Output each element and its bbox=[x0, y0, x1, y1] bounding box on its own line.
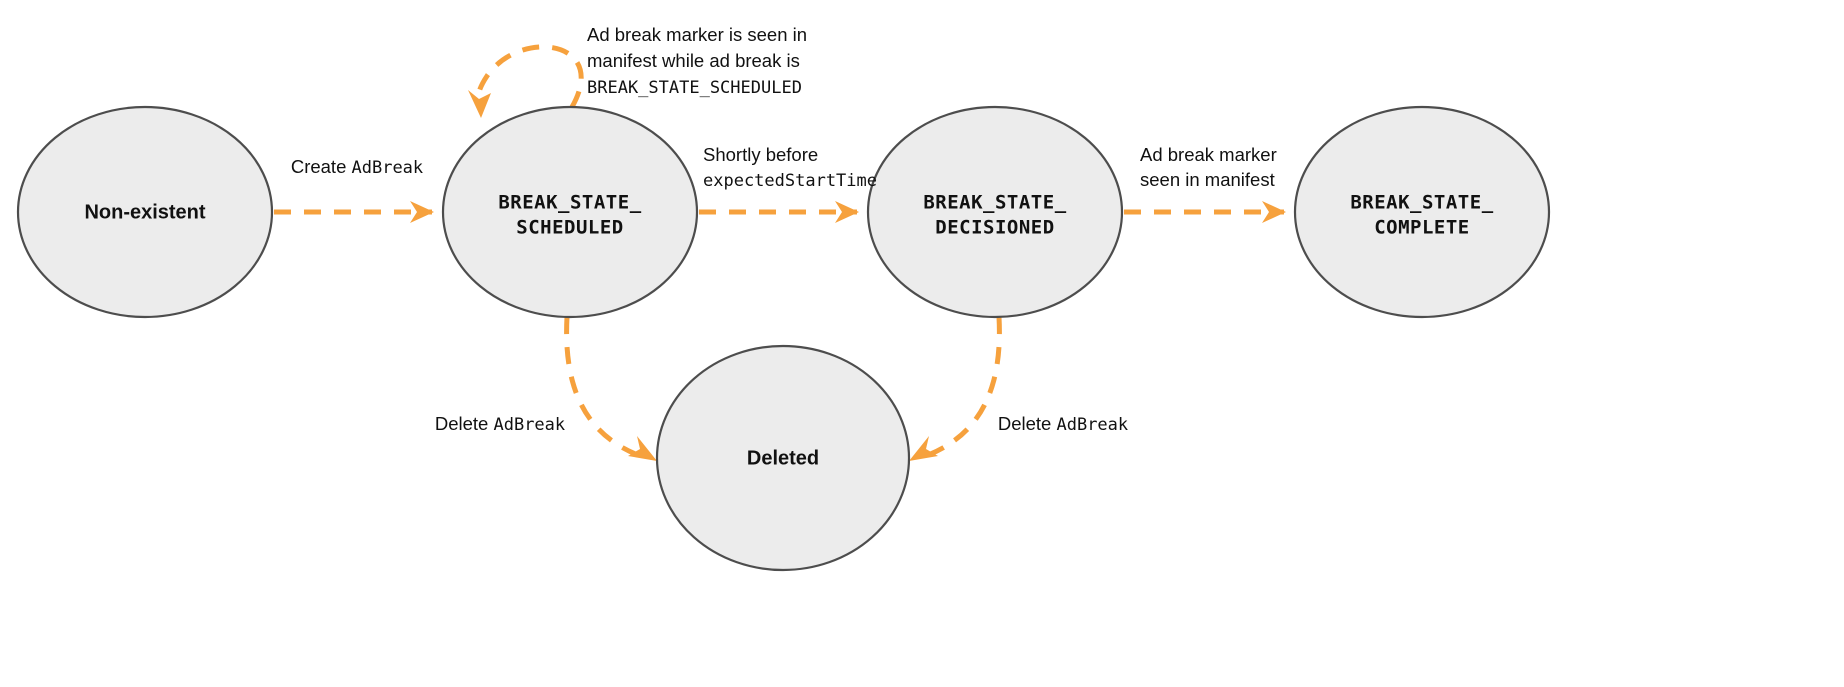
edge-label-create-mono: AdBreak bbox=[352, 158, 424, 178]
edge-label-delete-left-plain: Delete bbox=[435, 413, 494, 434]
edge-decisioned-to-deleted bbox=[909, 316, 1002, 461]
edge-label-shortly-before: Shortly before bbox=[703, 144, 818, 165]
node-shape[interactable] bbox=[1293, 105, 1551, 319]
node-shape[interactable] bbox=[441, 105, 699, 319]
node-deleted[interactable]: Deleted bbox=[655, 344, 911, 572]
node-break-state-scheduled[interactable]: BREAK_STATE_ SCHEDULED bbox=[441, 105, 699, 319]
edge-label-delete-right-mono: AdBreak bbox=[1056, 415, 1128, 435]
node-break-state-complete[interactable]: BREAK_STATE_ COMPLETE bbox=[1293, 105, 1551, 319]
edge-create-adbreak bbox=[274, 201, 434, 223]
node-shape[interactable] bbox=[655, 344, 911, 572]
node-label-scheduled-line1: BREAK_STATE_ bbox=[498, 192, 641, 214]
edge-label-self-loop-line2: manifest while ad break is bbox=[587, 50, 800, 71]
node-label-complete-line2: COMPLETE bbox=[1374, 217, 1470, 239]
edge-decisioned-to-complete bbox=[1124, 201, 1286, 223]
node-shape[interactable] bbox=[16, 105, 274, 319]
edge-label-delete-adbreak-left: Delete AdBreak bbox=[435, 413, 565, 435]
edge-line bbox=[564, 316, 644, 460]
node-label-deleted: Deleted bbox=[747, 447, 819, 469]
arrowhead-icon bbox=[410, 201, 434, 223]
arrowhead-icon bbox=[1262, 201, 1286, 223]
node-non-existent[interactable]: Non-existent bbox=[16, 105, 274, 319]
arrowhead-icon bbox=[909, 436, 938, 461]
node-label-complete-line1: BREAK_STATE_ bbox=[1350, 192, 1493, 214]
edge-label-create-plain: Create bbox=[291, 156, 352, 177]
edge-label-create-adbreak: Create AdBreak bbox=[291, 156, 423, 178]
edge-scheduled-to-deleted bbox=[564, 316, 657, 461]
arrowhead-icon bbox=[468, 90, 491, 118]
edge-label-ad-break-marker-line2: seen in manifest bbox=[1140, 169, 1275, 190]
node-label-non-existent: Non-existent bbox=[84, 201, 205, 223]
node-label-decisioned-line2: DECISIONED bbox=[935, 217, 1054, 239]
node-label-scheduled-line2: SCHEDULED bbox=[516, 217, 623, 239]
node-label-decisioned-line1: BREAK_STATE_ bbox=[923, 192, 1066, 214]
edge-label-ad-break-marker-line1: Ad break marker bbox=[1140, 144, 1277, 165]
node-shape[interactable] bbox=[866, 105, 1124, 319]
edge-label-delete-right-plain: Delete bbox=[998, 413, 1057, 434]
edge-line bbox=[475, 44, 584, 109]
edge-label-delete-adbreak-right: Delete AdBreak bbox=[998, 413, 1128, 435]
edge-line bbox=[922, 316, 1002, 460]
node-break-state-decisioned[interactable]: BREAK_STATE_ DECISIONED bbox=[866, 105, 1124, 319]
edge-label-self-loop-line1: Ad break marker is seen in bbox=[587, 24, 807, 45]
arrowhead-icon bbox=[628, 436, 657, 461]
edge-label-expected-start-time: expectedStartTime bbox=[703, 171, 877, 191]
edge-label-self-loop-line3: BREAK_STATE_SCHEDULED bbox=[587, 78, 802, 98]
edge-label-delete-left-mono: AdBreak bbox=[493, 415, 565, 435]
edge-self-loop-scheduled bbox=[468, 44, 584, 118]
arrowhead-icon bbox=[835, 201, 859, 223]
edge-scheduled-to-decisioned bbox=[699, 201, 859, 223]
